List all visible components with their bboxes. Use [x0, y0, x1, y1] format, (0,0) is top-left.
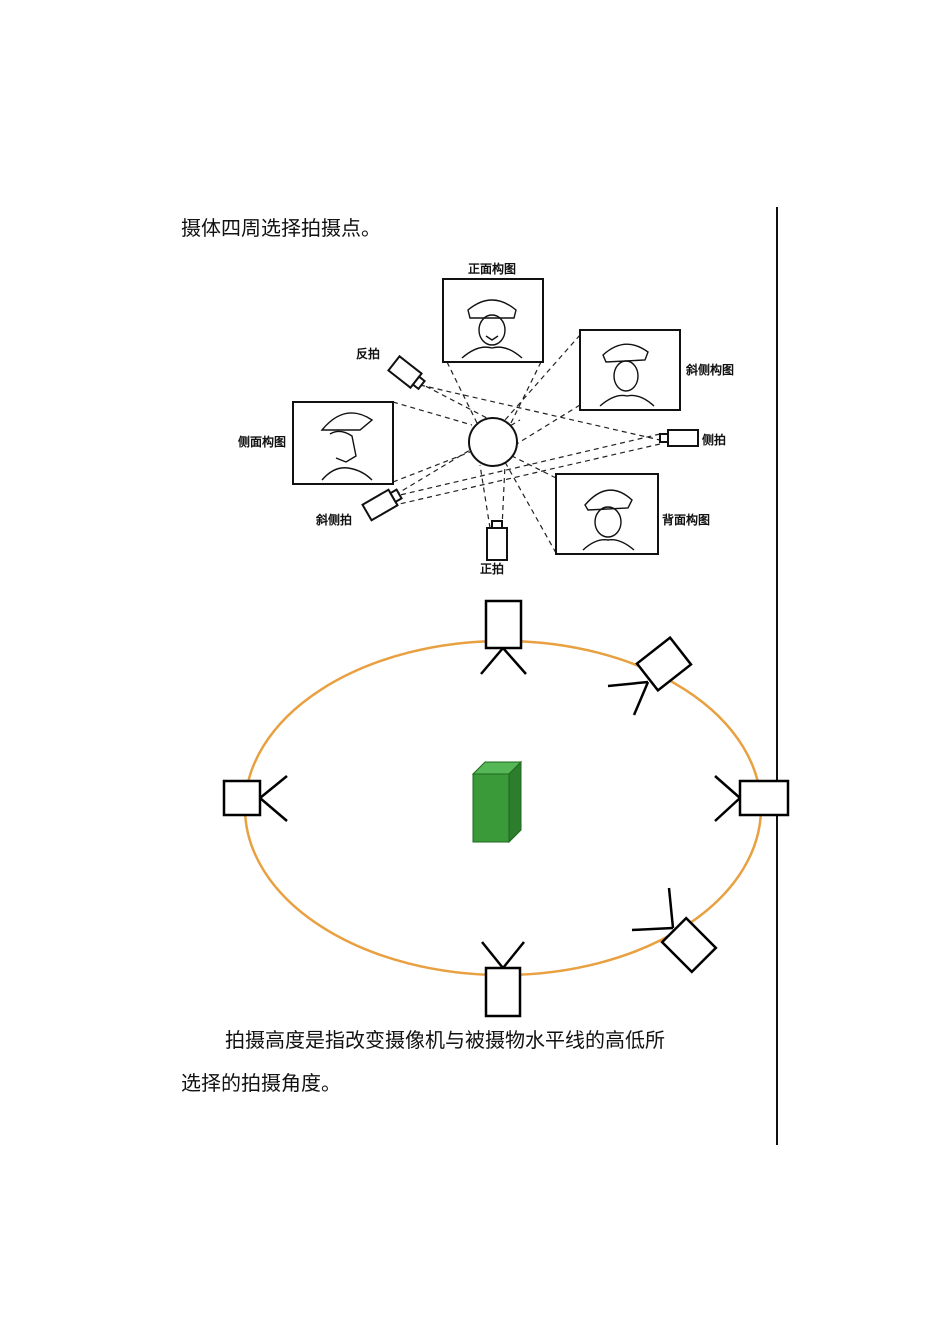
margin-rule: [776, 207, 778, 1145]
label-front-composition: 正面构图: [468, 261, 516, 276]
camera-side-shot: [659, 429, 699, 447]
camera-upper-right: [607, 635, 693, 716]
body-text-line-2: 拍摄高度是指改变摄像机与被摄物水平线的高低所: [225, 1028, 665, 1052]
camera-oblique-side-shot: [361, 488, 403, 522]
body-text-line-3: 选择的拍摄角度。: [181, 1071, 341, 1095]
camera-top: [480, 599, 527, 675]
side-composition-frame: [292, 401, 394, 485]
label-front-shot: 正拍: [480, 561, 504, 576]
camera-bottom: [481, 941, 525, 1018]
subject-circle: [468, 417, 518, 467]
front-composition-frame: [442, 278, 544, 363]
figure-camera-positions: [222, 599, 790, 1018]
camera-lower-right: [631, 887, 718, 974]
camera-right: [714, 775, 790, 822]
label-back-composition: 背面构图: [662, 512, 710, 527]
back-composition-frame: [555, 473, 659, 555]
oblique-side-composition-frame: [579, 329, 681, 411]
label-oblique-side-shot: 斜侧拍: [315, 512, 352, 527]
figure-shooting-directions: 正面构图 斜侧构图 侧面构图 背面构图 反拍 侧拍 斜侧拍 正拍: [238, 261, 734, 576]
label-side-composition: 侧面构图: [238, 434, 286, 449]
sight-lines: [392, 334, 661, 554]
camera-reverse-shot: [387, 354, 427, 391]
camera-left: [222, 775, 288, 822]
body-text-line-1: 摄体四周选择拍摄点。: [181, 216, 381, 240]
subject-box: [471, 760, 523, 844]
label-side-shot: 侧拍: [702, 432, 726, 447]
label-oblique-side-composition: 斜侧构图: [685, 362, 734, 377]
camera-front-shot: [486, 520, 508, 561]
label-reverse-shot: 反拍: [356, 346, 380, 361]
